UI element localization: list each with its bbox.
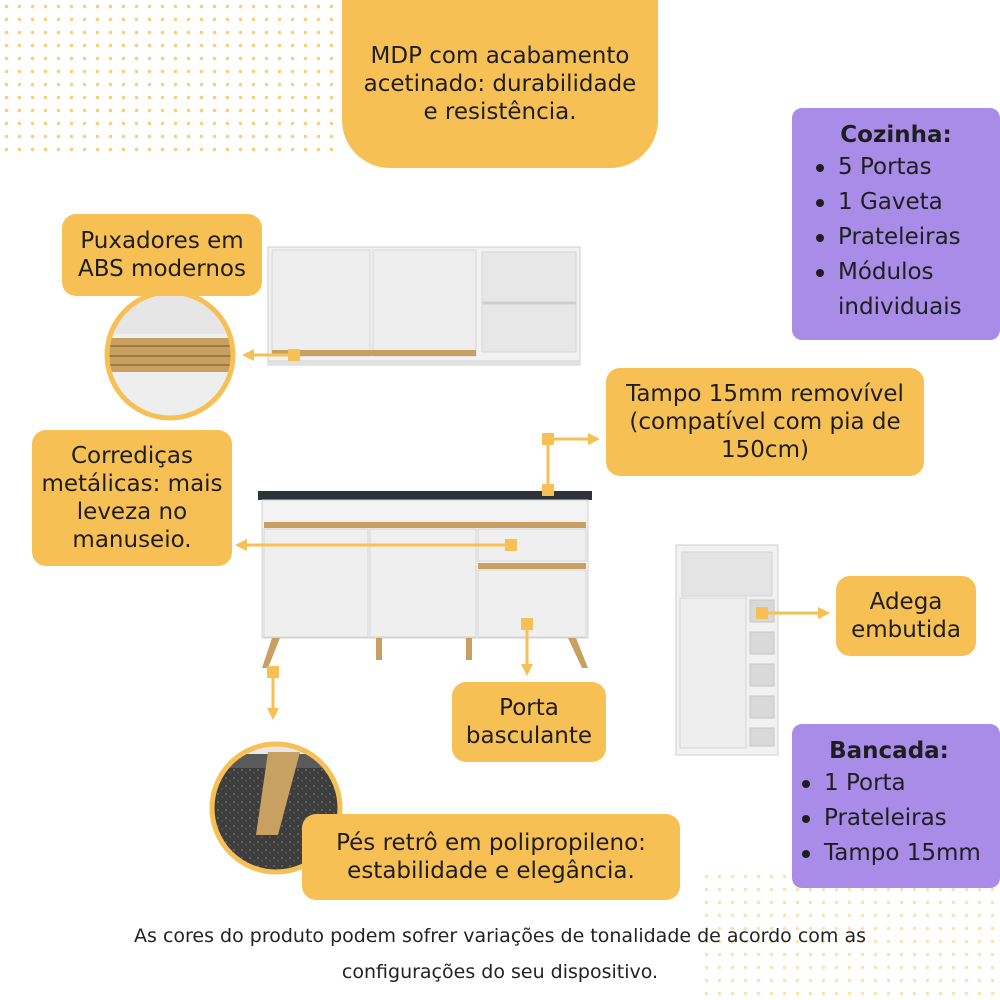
list-item: 1 Porta [802, 766, 984, 801]
handle-zoom-circle [107, 292, 233, 418]
list-item-continuation: individuais [838, 294, 962, 320]
callout-tampo-line-1: Tampo 15mm removível [626, 380, 904, 407]
spec-box-cozinha-title: Cozinha: [840, 122, 952, 148]
callout-puxadores: Puxadores em ABS modernos [62, 214, 262, 296]
callout-porta: Porta basculante [452, 682, 606, 762]
callout-pes-line-2: estabilidade e elegância. [347, 858, 635, 884]
color-disclaimer-line-2: configurações do seu dispositivo. [341, 961, 659, 983]
wine-cabinet [675, 544, 779, 756]
callout-mdp-line-2: acetinado: durabilidade [363, 70, 637, 97]
callout-porta-line-2: basculante [465, 723, 593, 749]
callout-adega-line-1: Adega [869, 588, 943, 615]
callout-porta-line-1: Porta [499, 694, 559, 721]
spec-box-bancada: Bancada: 1 Porta Prateleiras Tampo 15mm [792, 724, 1000, 888]
leader-lines [235, 349, 830, 720]
spec-box-cozinha-list: 5 Portas 1 Gaveta Prateleiras Módulos in… [808, 150, 984, 325]
callout-corredicas-line-1: Corrediças [71, 442, 193, 469]
callout-adega-line-2: embutida [851, 617, 961, 643]
list-item: 5 Portas [816, 150, 984, 185]
color-disclaimer: As cores do produto podem sofrer variaçõ… [40, 918, 960, 990]
callout-mdp-line-3: e resistência. [423, 99, 577, 126]
callout-corredicas: Corrediças metálicas: mais leveza no man… [32, 430, 232, 566]
callout-pes: Pés retrô em polipropileno: estabilidade… [302, 814, 680, 900]
callout-mdp-line-1: MDP com acabamento [370, 42, 630, 69]
callout-pes-line-1: Pés retrô em polipropileno: [336, 829, 646, 856]
callout-corredicas-line-4: manuseio. [72, 527, 192, 554]
upper-cabinet [267, 246, 581, 366]
callout-adega: Adega embutida [836, 576, 976, 656]
callout-puxadores-line-2: ABS modernos [78, 256, 246, 282]
callout-mdp: MDP com acabamento acetinado: durabilida… [342, 0, 658, 168]
callout-tampo-line-3: 150cm) [721, 437, 809, 464]
spec-box-bancada-list: 1 Porta Prateleiras Tampo 15mm [794, 766, 984, 871]
callout-corredicas-line-3: leveza no [76, 499, 188, 525]
spec-box-bancada-title: Bancada: [829, 738, 949, 764]
spec-box-cozinha: Cozinha: 5 Portas 1 Gaveta Prateleiras M… [792, 108, 1000, 340]
callout-tampo: Tampo 15mm removível (compatível com pia… [606, 368, 924, 476]
callout-corredicas-line-2: metálicas: mais [41, 470, 223, 497]
list-item: 1 Gaveta [816, 185, 984, 220]
list-item: Tampo 15mm [802, 836, 984, 871]
lower-cabinet [258, 491, 592, 668]
list-item: Prateleiras [816, 220, 984, 255]
dot-pattern-top-left [0, 0, 335, 155]
callout-tampo-line-2: (compatível com pia de [629, 408, 901, 435]
list-item: Módulos [816, 255, 984, 290]
dot-pattern-bottom-right [700, 870, 1000, 1000]
color-disclaimer-line-1: As cores do produto podem sofrer variaçõ… [134, 925, 866, 947]
list-item: Prateleiras [802, 801, 984, 836]
callout-puxadores-line-1: Puxadores em [80, 227, 244, 254]
